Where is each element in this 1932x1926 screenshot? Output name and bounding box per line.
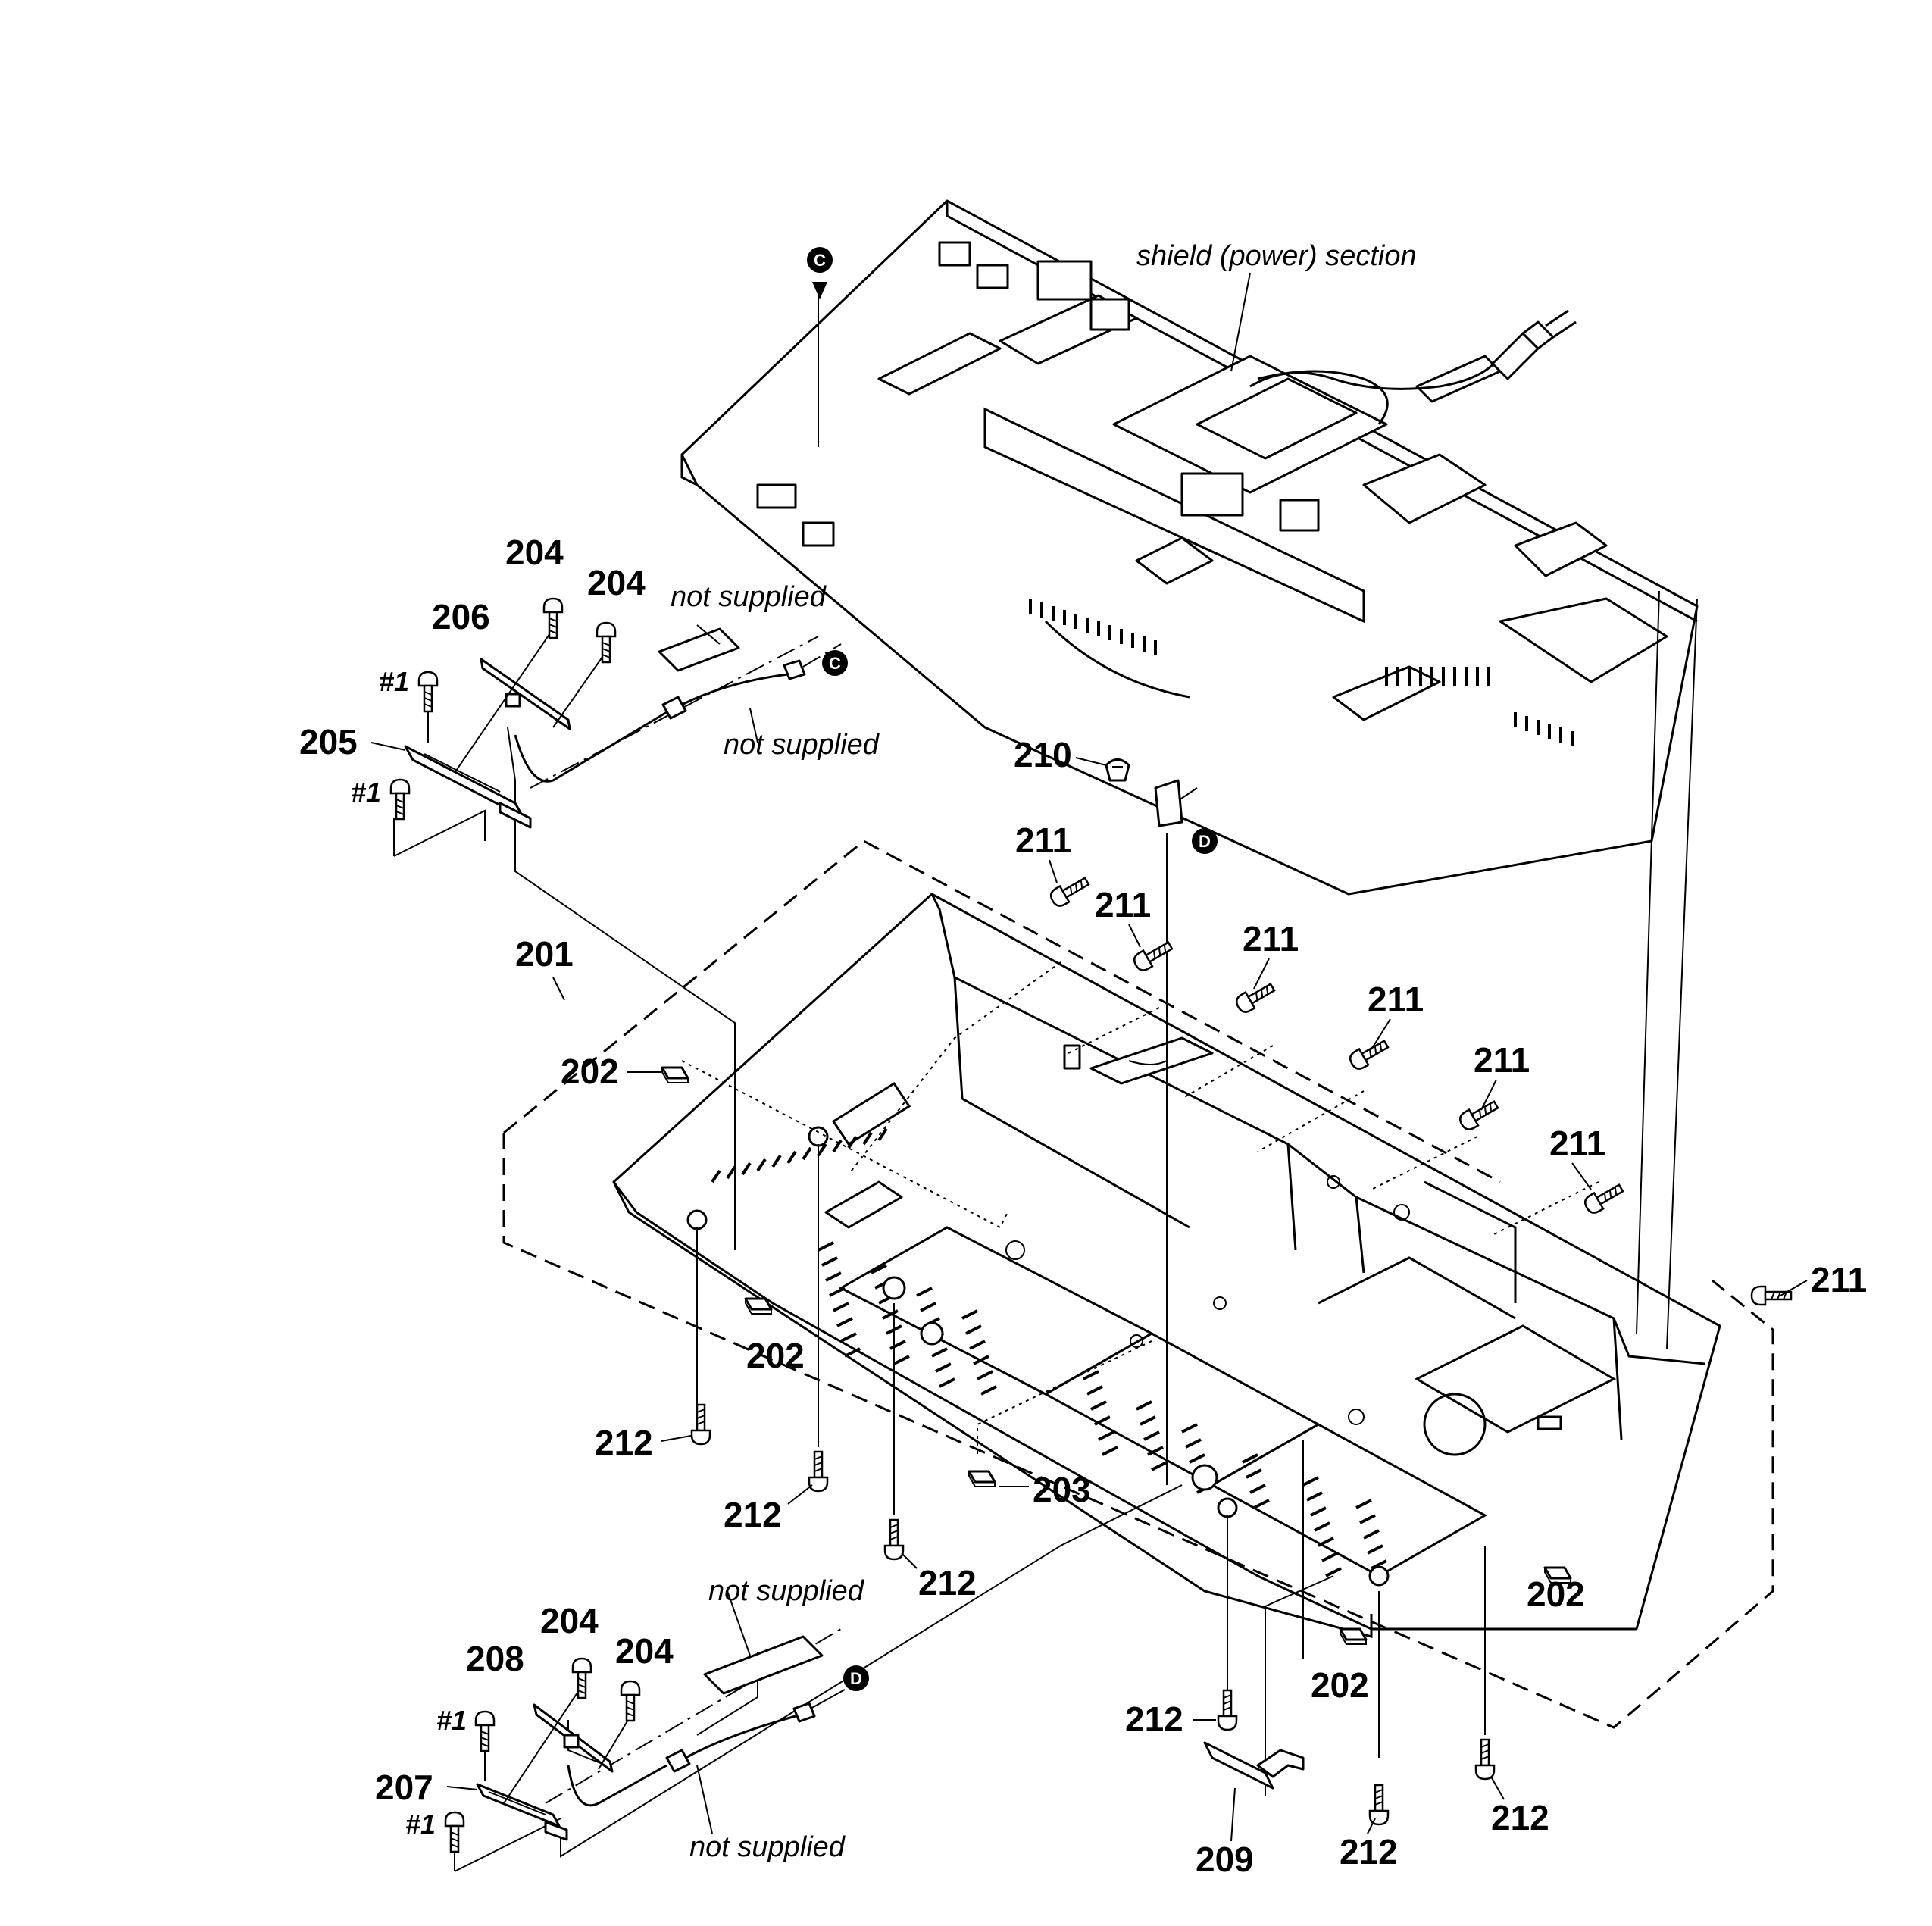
screw-204-upper-right — [596, 621, 617, 664]
label-209: 209 — [1196, 1840, 1254, 1879]
ref-mark-d-bottom: D — [843, 1665, 869, 1691]
label-211: 211 — [1015, 821, 1071, 860]
ref-mark-d-top: D — [1192, 828, 1218, 854]
part-209 — [1203, 1741, 1305, 1790]
shield-section-label: shield (power) section — [1136, 240, 1417, 272]
label-201: 201 — [515, 934, 574, 974]
pad-202-d — [1339, 1627, 1368, 1646]
label-212: 212 — [1491, 1798, 1549, 1837]
shield-vent-slots — [1029, 599, 1574, 746]
label-204: 204 — [587, 563, 646, 602]
label-212: 212 — [918, 1563, 977, 1602]
label-204: 204 — [615, 1631, 674, 1671]
label-202: 202 — [746, 1336, 805, 1375]
screw-204-upper-left — [542, 597, 564, 639]
label-211: 211 — [1243, 919, 1299, 958]
label-203: 203 — [1033, 1470, 1091, 1509]
note-not-supplied: not supplied — [708, 1575, 865, 1607]
svg-text:D: D — [1199, 832, 1211, 851]
bracket-206 — [480, 658, 571, 730]
bracket-208 — [533, 1703, 614, 1773]
screw-204-lower-left — [571, 1657, 592, 1699]
screw-1-lower-bottom — [444, 1811, 465, 1853]
label-211: 211 — [1474, 1040, 1530, 1080]
label-sheet-lower — [703, 1635, 824, 1695]
bracket-205 — [404, 745, 532, 829]
svg-text:D: D — [850, 1669, 862, 1688]
label-sheet-upper — [658, 627, 740, 672]
bracket-207 — [476, 1783, 568, 1841]
cable-lower-not-supplied — [567, 1689, 846, 1807]
label-202: 202 — [1311, 1665, 1369, 1705]
chassis-vent-slots — [711, 1127, 1387, 1577]
screw-204-lower-right — [620, 1680, 641, 1722]
label-202: 202 — [1527, 1574, 1585, 1614]
clamp-part-210-mount — [1154, 779, 1183, 827]
label-211: 211 — [1368, 980, 1424, 1019]
label-211: 211 — [1549, 1124, 1605, 1163]
power-cord-icon — [1249, 309, 1577, 390]
label-207: 207 — [375, 1768, 433, 1807]
screw-1-upper-bottom — [389, 778, 411, 821]
label-212: 212 — [1125, 1699, 1183, 1739]
note-not-supplied: not supplied — [724, 729, 880, 761]
label-hash-1: #1 — [405, 1809, 436, 1840]
label-hash-1: #1 — [436, 1705, 467, 1736]
shield-power-section-assembly — [680, 199, 1699, 896]
label-205: 205 — [299, 722, 358, 761]
screw-210 — [1105, 758, 1130, 782]
note-not-supplied: not supplied — [689, 1831, 846, 1863]
pad-203 — [968, 1470, 996, 1488]
pad-202-a — [661, 1066, 689, 1084]
label-204: 204 — [505, 533, 564, 572]
label-208: 208 — [466, 1639, 524, 1678]
chassis-201-boundary — [502, 839, 1774, 1729]
screw-1-upper-top — [417, 671, 439, 713]
svg-text:C: C — [829, 654, 841, 673]
label-206: 206 — [432, 597, 490, 636]
cable-upper-not-supplied — [514, 643, 842, 783]
label-210: 210 — [1014, 735, 1072, 774]
label-212: 212 — [595, 1423, 653, 1462]
label-211: 211 — [1811, 1260, 1867, 1299]
screw-1-lower-top — [474, 1710, 496, 1752]
pad-202-b — [744, 1297, 773, 1315]
label-204: 204 — [540, 1601, 599, 1640]
label-202: 202 — [561, 1052, 619, 1091]
ref-mark-c-top: C — [807, 247, 833, 299]
label-hash-1: #1 — [379, 666, 409, 697]
label-212: 212 — [724, 1495, 782, 1534]
note-not-supplied: not supplied — [671, 581, 827, 613]
ref-mark-c-right: C — [822, 650, 848, 676]
label-hash-1: #1 — [351, 777, 381, 808]
label-211: 211 — [1095, 885, 1151, 924]
label-212: 212 — [1340, 1832, 1398, 1871]
svg-text:C: C — [814, 251, 826, 270]
